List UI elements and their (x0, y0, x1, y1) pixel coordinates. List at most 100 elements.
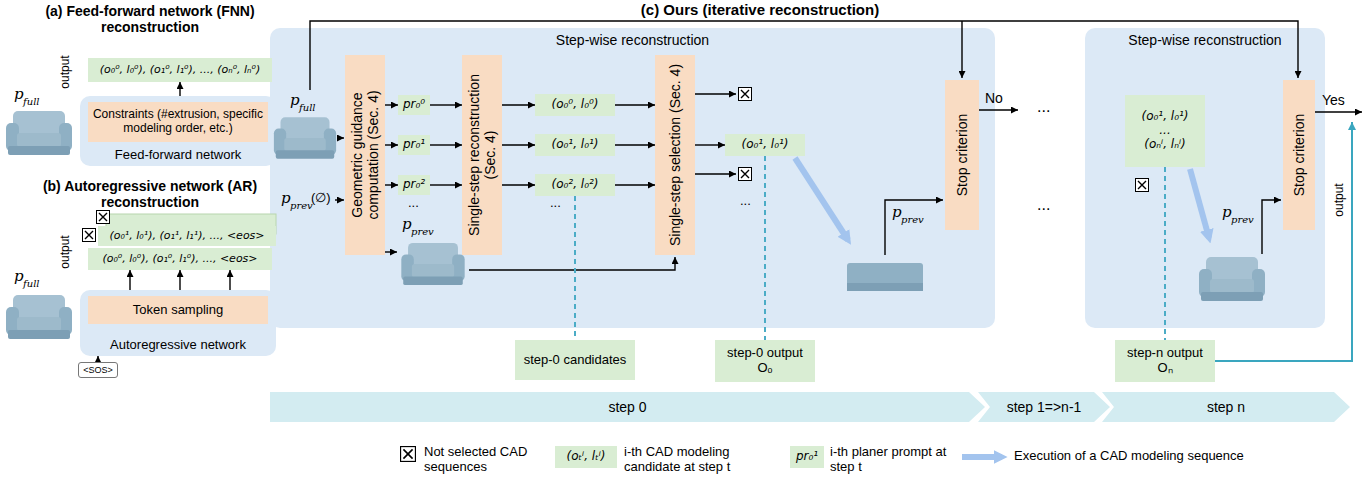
panel-heading: Autoregressive network (80, 338, 276, 353)
panel-title: (b) Autoregressive network (AR) reconstr… (30, 178, 270, 210)
ellipsis: ... (550, 196, 561, 211)
flow-arrow (385, 251, 397, 252)
box-label: step 0 (608, 399, 646, 415)
box-content: step 0 (270, 392, 985, 422)
symbol: p (290, 92, 300, 109)
candidate-box: (o₀², l₀²) (535, 174, 615, 196)
symbol: p (402, 215, 412, 233)
symbol: p (290, 91, 300, 109)
legend-sample: pr₀¹ (790, 446, 824, 468)
box-label: Oₙ (1157, 361, 1172, 376)
legend-text: Execution of a CAD modeling sequence (1014, 448, 1244, 463)
box-content: Constraints (#extrusion, specific modeli… (88, 102, 268, 142)
box-label: ... (1159, 124, 1170, 138)
output-label: output (58, 235, 72, 268)
flow-arrow (430, 144, 462, 145)
dashed-link (764, 156, 766, 340)
candidate-box: (o₀⁰, l₀⁰) (535, 94, 615, 116)
box-content: (o₀⁰, l₀⁰), (o₁⁰, l₁⁰), ..., (oₙ⁰, lₙ⁰) (88, 58, 272, 82)
flow-arrow (1315, 111, 1362, 112)
subscript: full (23, 278, 40, 290)
box-content: <SOS> (79, 363, 117, 377)
ellipsis: ... (408, 195, 419, 210)
output-label: output (59, 55, 73, 88)
flow-arrow (385, 144, 398, 145)
prompt-box: pr₀² (398, 175, 430, 195)
prompt-box: pr₀¹ (398, 135, 430, 155)
flow-arrow (179, 82, 180, 96)
subscript: prev (901, 214, 924, 225)
box-content: (o₀¹, l₀¹)...(oₙⁱ, lₙⁱ) (1125, 95, 1205, 167)
panel-title: (c) Ours (iterative reconstruction) (637, 1, 883, 18)
point-cloud (1199, 257, 1265, 301)
branch-label: No (985, 90, 1003, 106)
flow-arrow (502, 144, 535, 145)
band-shape (270, 392, 985, 422)
input-arrow (338, 137, 344, 138)
panel-title: Autoregressive network (110, 337, 246, 352)
panel-title: Feed-forward network (115, 147, 241, 162)
output-label: output (59, 235, 73, 268)
step-band: step n (1102, 392, 1350, 422)
box-content: step-0 candidates (515, 340, 635, 380)
output-label: output (1333, 183, 1347, 216)
module-box: Single-step reconstruction (Sec. 4) (462, 55, 502, 255)
module-label: Stop criterion (954, 86, 970, 224)
panel-title: Step-wise reconstruction (556, 32, 709, 48)
legend-text: Not selected CAD sequences (424, 445, 534, 475)
ellipsis: ... (408, 196, 419, 211)
box-label: (o₀⁰, l₀⁰), (o₁⁰, l₁⁰), ..., <eos> (102, 253, 257, 266)
panel-heading: Feed-forward network (80, 148, 276, 163)
box-label: (o₀⁰, l₀⁰), (o₁⁰, l₁⁰), ..., (oₙ⁰, lₙ⁰) (100, 64, 260, 77)
box-label: pr₀⁰ (403, 98, 425, 112)
symbol: p (14, 267, 24, 285)
flow-arrow (385, 184, 398, 185)
sampling-box: Token sampling (88, 296, 268, 324)
module-label: Stop criterion (1291, 86, 1307, 224)
legend-text: Execution of a CAD modeling sequence (1014, 449, 1284, 464)
subscript: prev (1231, 214, 1254, 225)
flow-arrow (179, 270, 180, 290)
criterion-box: Stop criterion (1283, 80, 1315, 230)
rejected-mark (739, 168, 752, 181)
rejected-mark (97, 211, 110, 224)
rejected-mark (739, 88, 752, 101)
band-shape (978, 392, 1110, 422)
box-label: Oₒ (757, 361, 772, 376)
network-box: Feed-forward network Constraints (#extrus… (80, 96, 276, 166)
legend-mark (401, 447, 416, 462)
rejected-mark (1136, 179, 1149, 192)
symbol: p (14, 85, 24, 103)
subscript: prev (901, 214, 924, 226)
flow-arrow (129, 270, 130, 290)
symbol: p (402, 216, 412, 233)
output-sequence: (o₀⁰, l₀⁰), (o₁⁰, l₁⁰), ..., (oₙ⁰, lₙ⁰) (88, 58, 272, 82)
symbol: p (1222, 204, 1232, 221)
rejected-mark (83, 229, 96, 242)
output-sequence: (o₀¹, l₀¹), (o₁¹, l₁¹), ..., <eos> (98, 226, 276, 246)
point-cloud (6, 295, 72, 339)
box-content: step 1=>n-1 (978, 392, 1110, 422)
box-content: pr₀¹ (790, 446, 824, 468)
flow-arrow (695, 173, 736, 174)
branch-label: Yes (1322, 92, 1345, 108)
box-label: step 1=>n-1 (1007, 399, 1082, 415)
ellipsis: ... (1037, 196, 1050, 213)
ellipsis: ... (1037, 196, 1050, 214)
ellipsis: ... (1037, 98, 1050, 115)
box-content: (o₀⁰, l₀⁰) (535, 94, 615, 116)
flow-arrow (615, 144, 655, 145)
panel-title: (a) Feed-forward network (FNN) reconstru… (45, 3, 254, 35)
subscript: full (23, 96, 40, 108)
box-content: (o₀², l₀²) (535, 174, 615, 196)
flow-arrow (502, 184, 535, 185)
subscript: prev (411, 226, 434, 237)
box-label: Constraints (#extrusion, specific modeli… (91, 108, 265, 136)
ellipsis: ... (1037, 98, 1050, 116)
box-content: pr₀² (398, 175, 430, 195)
sequence-box: (o₀¹, l₀¹)...(oₙⁱ, lₙⁱ) (1125, 95, 1205, 167)
flow-arrow (615, 184, 655, 185)
symbol: p (281, 189, 291, 207)
selected-box: (o₀¹, l₀¹) (725, 134, 805, 156)
